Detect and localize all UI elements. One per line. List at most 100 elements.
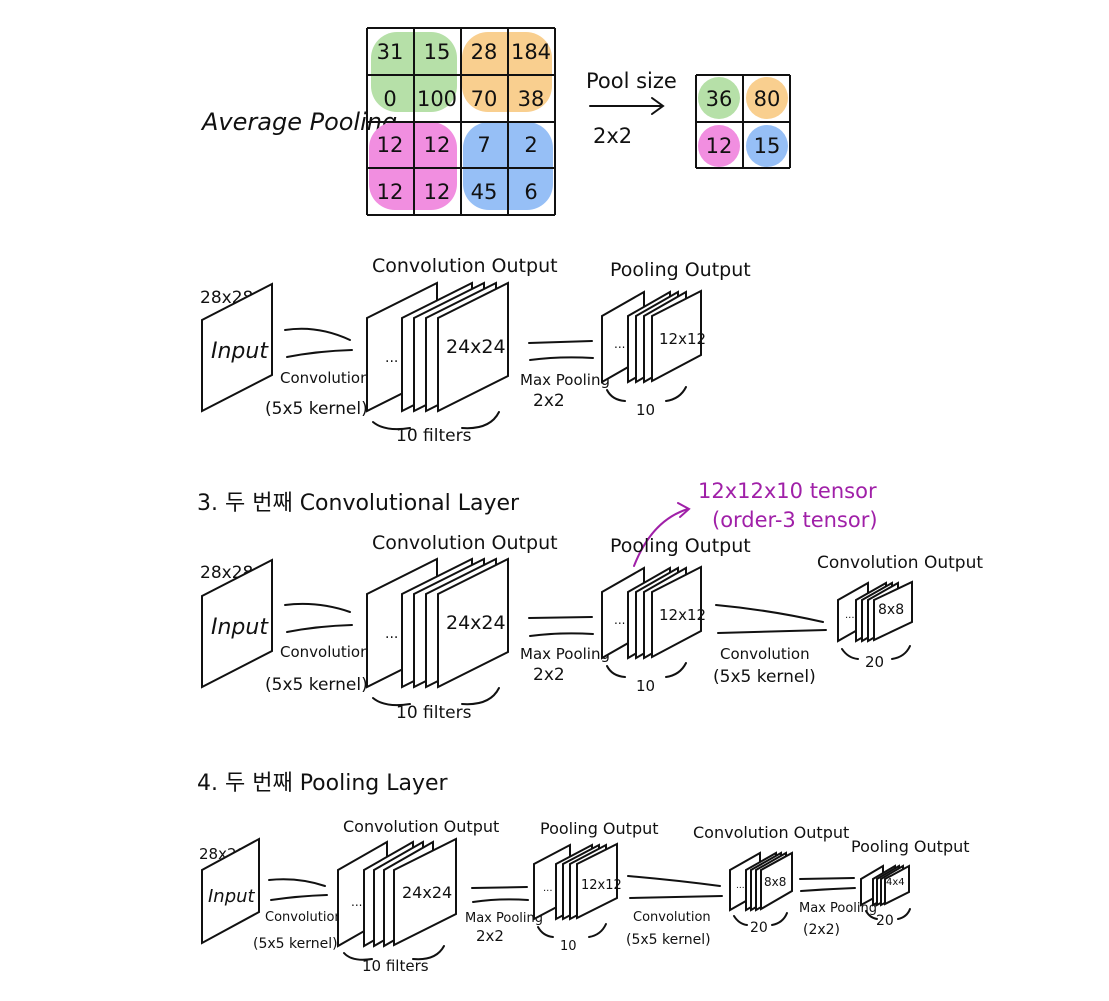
pool-out-size-label: 12x12 — [659, 606, 706, 624]
pipeline-row-3: 4. 두 번째 Pooling Layer 28x28 Input Convol… — [197, 771, 970, 975]
max-pooling-2-label: Max Pooling — [799, 901, 877, 916]
connector — [529, 632, 594, 637]
pool-size-label: 2x2 — [476, 927, 504, 945]
dots: ... — [614, 337, 625, 351]
connector — [471, 886, 528, 889]
tensor-note: (order-3 tensor) — [712, 508, 878, 532]
brace — [865, 908, 911, 920]
pool-size-label: 2x2 — [533, 665, 565, 685]
connector — [268, 878, 326, 887]
dots: ... — [845, 610, 855, 621]
annotation-arrow-icon — [633, 508, 689, 567]
kernel-label: (5x5 kernel) — [253, 936, 338, 952]
dots: ... — [736, 881, 745, 891]
out-blob-pink — [698, 125, 740, 167]
conv2-map-sheet — [873, 580, 913, 642]
pooling-output-title: Pooling Output — [610, 535, 751, 557]
brace — [343, 945, 445, 961]
conv2-size-label: 8x8 — [878, 602, 904, 618]
connector — [799, 877, 855, 880]
input-cell: 70 — [471, 87, 498, 111]
dots: ... — [385, 626, 398, 642]
conv2-output-title: Convolution Output — [817, 553, 983, 573]
input-label: Input — [208, 886, 256, 907]
out-blob-green — [698, 77, 740, 119]
input-cell: 28 — [471, 40, 498, 64]
filters-label: 10 filters — [396, 426, 472, 446]
connector — [528, 340, 593, 344]
tensor-note: 12x12x10 tensor — [698, 479, 877, 503]
connector — [270, 894, 328, 901]
pool-count-label: 10 — [560, 939, 577, 954]
conv2-map-sheet — [760, 851, 793, 911]
input-cell: 38 — [518, 87, 545, 111]
input-cell: 12 — [377, 133, 404, 157]
conv-op-label: Convolution — [280, 369, 370, 387]
pool-size-label: 2x2 — [533, 391, 565, 411]
max-pooling-label: Max Pooling — [465, 911, 543, 926]
conv-op-label: Convolution — [280, 643, 370, 661]
connector — [715, 604, 824, 623]
input-sheet — [201, 558, 273, 689]
pooled-map-sheet — [576, 842, 618, 920]
conv2-count-label: 20 — [750, 920, 768, 936]
input-cell: 0 — [383, 87, 396, 111]
feature-map-sheet — [393, 837, 457, 947]
input-sheet — [201, 282, 273, 413]
connector — [528, 616, 593, 619]
pool-size-label: Pool size — [586, 69, 677, 93]
output-grid-lines — [695, 74, 791, 169]
connector — [717, 629, 827, 634]
connector — [529, 356, 594, 361]
pool2-map-sheet — [884, 864, 910, 906]
feature-map-sheet — [437, 281, 509, 413]
input-cell: 45 — [471, 180, 498, 204]
conv-output-title: Convolution Output — [372, 255, 558, 277]
input-cell: 2 — [524, 133, 537, 157]
input-cell: 100 — [417, 87, 457, 111]
output-cell: 12 — [706, 134, 733, 158]
section-heading: 3. 두 번째 Convolutional Layer — [197, 491, 520, 516]
conv2-kernel-label: (5x5 kernel) — [626, 932, 711, 948]
pipeline-row-2: 3. 두 번째 Convolutional Layer 12x12x10 ten… — [197, 479, 983, 723]
dots: ... — [543, 883, 553, 894]
filters-label: 10 filters — [362, 957, 429, 975]
pool2-count-label: 20 — [876, 913, 894, 929]
kernel-label: (5x5 kernel) — [265, 399, 368, 419]
connector — [286, 349, 353, 358]
conv-op-label: Convolution — [265, 910, 343, 925]
connector — [629, 895, 723, 899]
input-cell: 6 — [524, 180, 537, 204]
dots: ... — [385, 350, 398, 366]
pool-count-label: 10 — [636, 677, 655, 695]
input-cell: 31 — [377, 40, 404, 64]
output-cell: 15 — [754, 134, 781, 158]
conv2-op-label: Convolution — [633, 910, 711, 925]
pool2-output-title: Pooling Output — [851, 837, 970, 856]
pool-out-size-label: 12x12 — [659, 330, 706, 348]
max-pooling-label: Max Pooling — [520, 371, 610, 389]
conv-size-label: 24x24 — [446, 336, 506, 358]
conv-size-label: 24x24 — [446, 612, 506, 634]
input-cell: 7 — [477, 133, 490, 157]
arrow-right-icon — [589, 97, 665, 115]
input-label: Input — [211, 615, 269, 640]
pool-size-value: 2x2 — [593, 124, 632, 148]
output-cell: 80 — [754, 87, 781, 111]
conv-output-title: Convolution Output — [372, 532, 558, 554]
dots: ... — [351, 895, 362, 909]
out-blob-blue — [746, 125, 788, 167]
input-cell: 12 — [424, 133, 451, 157]
average-pooling-title: Average Pooling — [200, 108, 397, 136]
input-cell: 15 — [424, 40, 451, 64]
average-pooling-example: Average Pooling 31 15 28 184 0 100 70 3 — [200, 27, 791, 216]
pooling-output-title: Pooling Output — [540, 819, 659, 838]
brace — [537, 923, 607, 938]
pool2-out-size-label: 4x4 — [886, 877, 905, 888]
connector — [800, 887, 856, 892]
pooling-output-title: Pooling Output — [610, 259, 751, 281]
pool2-size-label: (2x2) — [803, 922, 840, 938]
output-cell: 36 — [706, 87, 733, 111]
annotation-arrowhead-icon — [677, 502, 691, 518]
